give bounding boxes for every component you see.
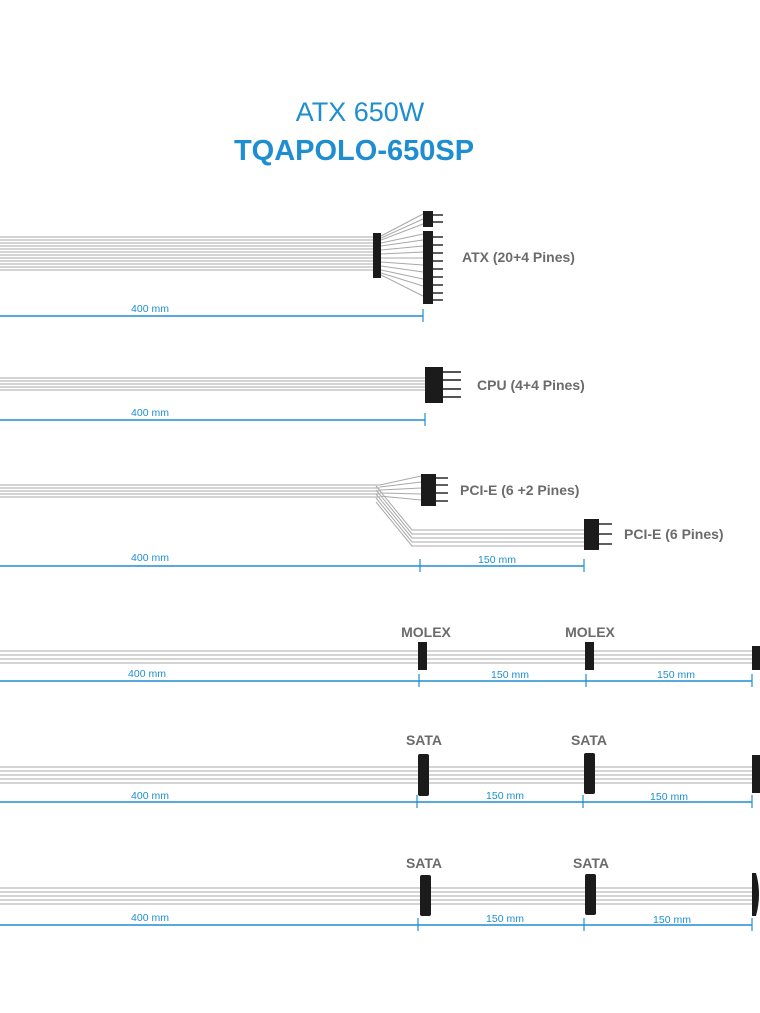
pcie-cable: PCI-E (6 +2 Pines) PCI-E (6 Pines) 400 m… [0, 474, 724, 572]
sata-cable-2: SATA SATA 400 mm 150 mm 150 mm [0, 855, 759, 931]
atx-length-label: 400 mm [131, 303, 169, 315]
sata-1-length-label-2: 150 mm [486, 790, 524, 802]
sata-cable-1: SATA SATA 400 mm 150 mm 150 mm [0, 732, 760, 808]
molex-label-2: MOLEX [565, 624, 615, 640]
sata-1-length-label-3: 150 mm [650, 791, 688, 803]
sata-1-label-2: SATA [571, 732, 607, 748]
sata-2-length-label-2: 150 mm [486, 913, 524, 925]
sata-2-label-1: SATA [406, 855, 442, 871]
sata-1-label-1: SATA [406, 732, 442, 748]
cpu-length-label: 400 mm [131, 407, 169, 419]
sata-2-connector-1 [420, 875, 431, 916]
atx-20pin-connector [423, 231, 433, 304]
molex-length-label-2: 150 mm [491, 669, 529, 681]
sata-2-connector-2 [585, 874, 596, 915]
sata-2-connector-3 [752, 873, 759, 916]
molex-connector-2 [585, 642, 594, 670]
pcie-6-label: PCI-E (6 Pines) [624, 526, 724, 542]
pcie-length-label-1: 400 mm [131, 552, 169, 564]
pcie-6plus2-connector [421, 474, 436, 506]
molex-cable: MOLEX MOLEX 400 mm 150 mm 150 mm [0, 624, 760, 687]
model-wattage: ATX 650W [296, 97, 425, 127]
sata-2-length-label-3: 150 mm [653, 914, 691, 926]
sata-2-label-2: SATA [573, 855, 609, 871]
molex-length-label-1: 400 mm [128, 668, 166, 680]
molex-length-label-3: 150 mm [657, 669, 695, 681]
sata-1-connector-1 [418, 754, 429, 796]
atx-cable: ATX (20+4 Pines) 400 mm [0, 211, 575, 322]
sata-1-connector-3 [752, 755, 760, 793]
atx-4pin-connector [423, 211, 433, 227]
atx-connector-label: ATX (20+4 Pines) [462, 249, 575, 265]
atx-wires [0, 213, 424, 297]
pcie-length-label-2: 150 mm [478, 554, 516, 566]
cpu-cable: CPU (4+4 Pines) 400 mm [0, 367, 585, 426]
model-name: TQAPOLO-650SP [234, 135, 474, 167]
atx-sleeve-clamp [373, 233, 381, 278]
cpu-connector-label: CPU (4+4 Pines) [477, 377, 585, 393]
pcie-6plus2-label: PCI-E (6 +2 Pines) [460, 482, 579, 498]
sata-1-connector-2 [584, 753, 595, 794]
sata-1-length-label-1: 400 mm [131, 790, 169, 802]
pcie-6-connector [584, 519, 599, 550]
cpu-connector [425, 367, 443, 403]
molex-connector-3 [752, 646, 760, 670]
molex-label-1: MOLEX [401, 624, 451, 640]
sata-2-length-label-1: 400 mm [131, 912, 169, 924]
molex-connector-1 [418, 642, 427, 670]
